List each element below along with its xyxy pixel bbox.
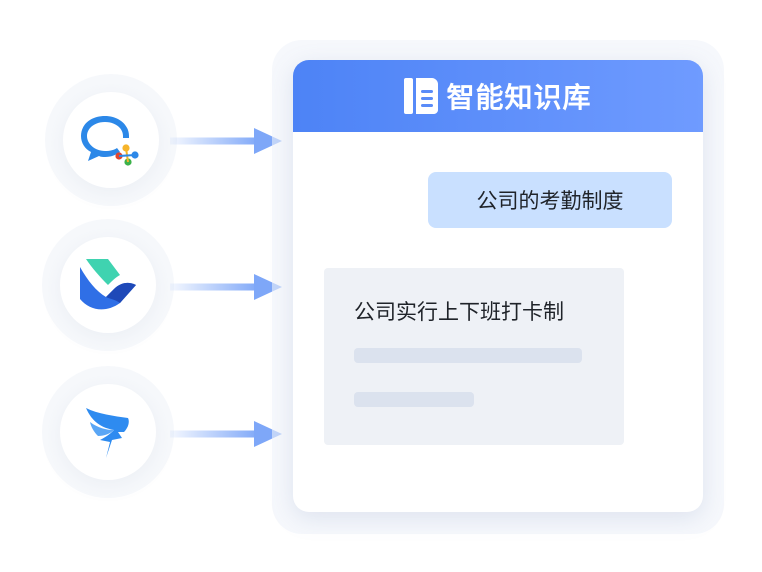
answer-bubble: 公司实行上下班打卡制 [324,268,624,445]
card-title: 智能知识库 [446,81,592,114]
feishu-icon [80,259,136,310]
user-question-bubble: 公司的考勤制度 [428,172,672,228]
notebook-icon [404,78,439,114]
card-header: 智能知识库 [293,60,703,132]
wecom-app [63,92,159,188]
dingtalk-app [60,384,156,480]
answer-text: 公司实行上下班打卡制 [354,300,564,324]
text-placeholder-line [354,348,582,363]
wecom-icon [81,116,139,166]
knowledge-base-card: 智能知识库 公司的考勤制度 公司实行上下班打卡制 [293,60,703,512]
arrow-right-icon [170,128,282,154]
user-question-text: 公司的考勤制度 [476,189,624,213]
feishu-app [60,237,156,333]
dingtalk-icon [86,408,129,458]
arrow-right-icon [170,421,282,447]
text-placeholder-line [354,392,474,407]
arrow-right-icon [170,274,282,300]
